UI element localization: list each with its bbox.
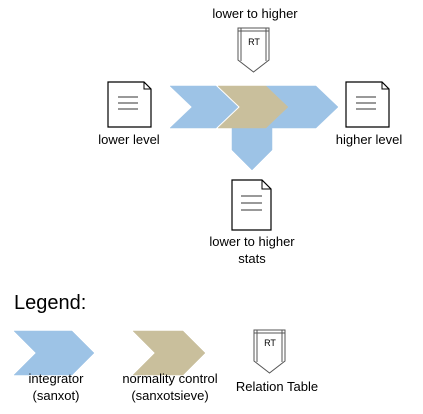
relation-table-caption: lower to higher [212,6,298,21]
normality-control-chevron [217,85,289,129]
integrator-down-arrow [231,121,273,171]
legend-integrator-line2: (sanxot) [32,388,80,403]
legend-integrator-line1: integrator [28,371,84,386]
relation-table-tag: RT [248,37,260,47]
legend-relation-table-tag: RT [264,338,276,348]
integrator-chevron-left [169,85,239,129]
stats-caption-line2: stats [238,251,266,266]
legend-integrator-swatch [13,330,95,376]
legend-normality-line1: normality control [122,371,218,386]
legend-relation-table-icon: RT [253,329,286,374]
higher-level-caption: higher level [335,132,403,147]
legend-normality-line2: (sanxotsieve) [131,388,209,403]
legend-relation-table-label: Relation Table [235,379,319,394]
legend-normality-swatch [132,330,206,376]
lower-level-document-icon [107,81,152,128]
legend-title: Legend: [14,292,87,314]
higher-level-document-icon [345,81,390,128]
stats-document-icon [231,179,272,231]
stats-caption-line1: lower to higher [209,234,295,249]
relation-table-icon: RT [237,27,270,73]
lower-level-caption: lower level [98,132,160,147]
